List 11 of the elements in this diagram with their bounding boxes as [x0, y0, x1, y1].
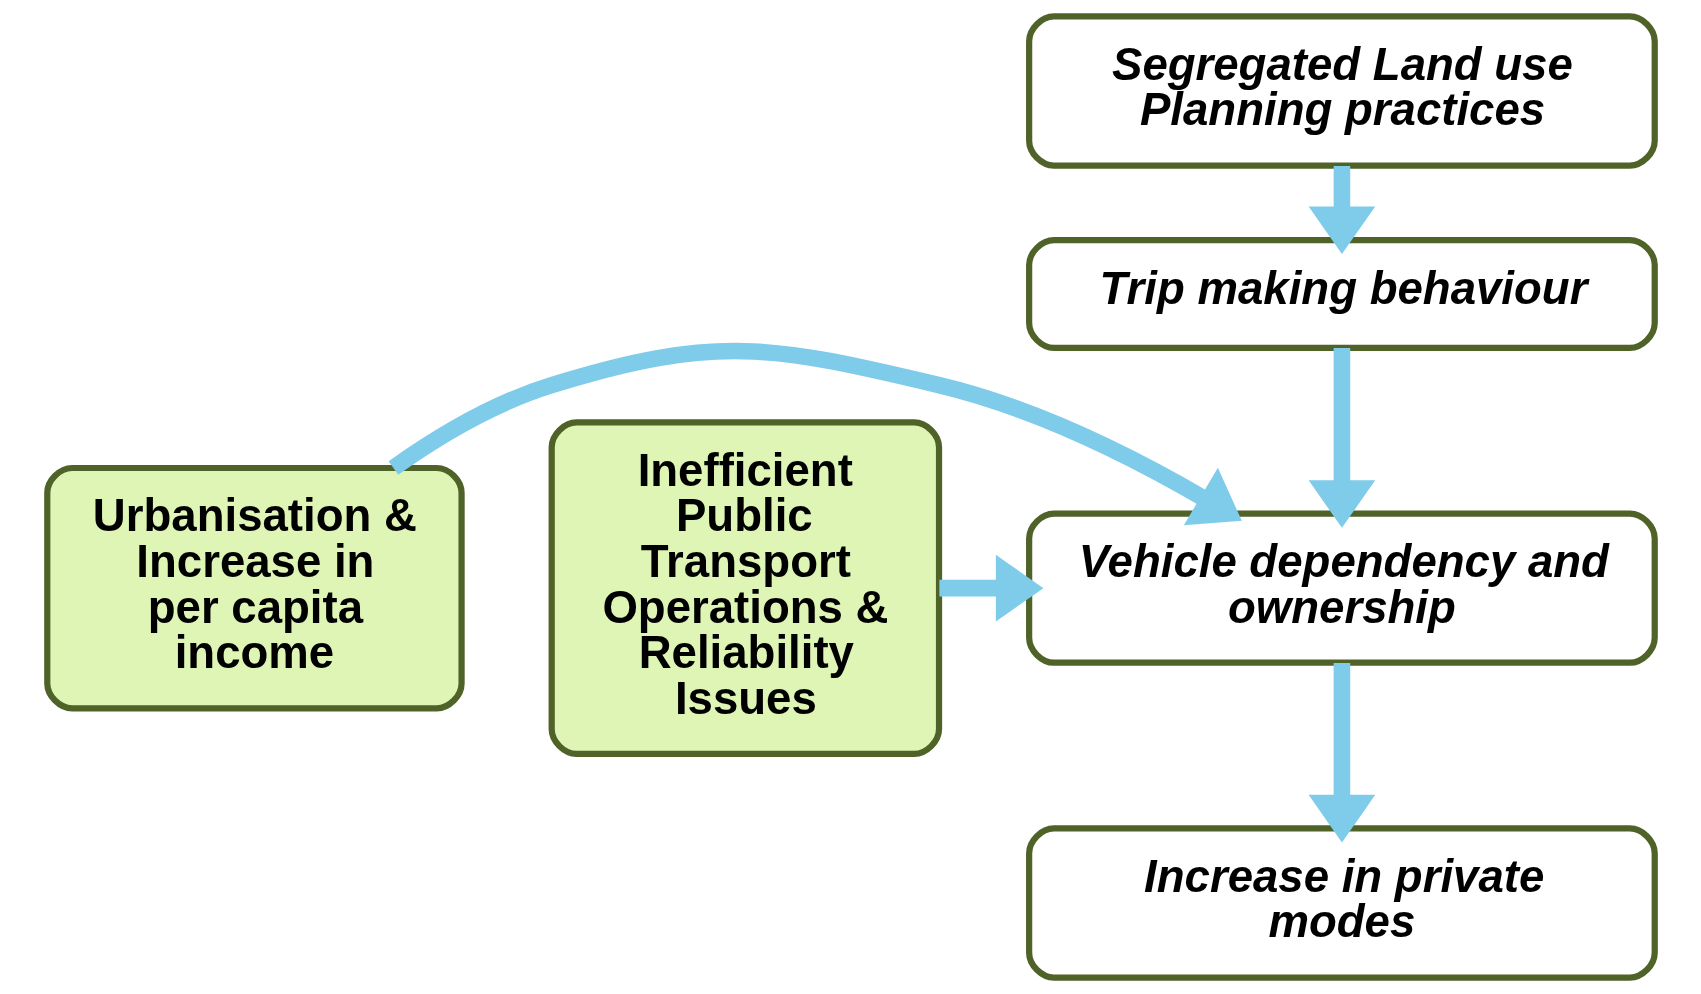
- arrow: [1308, 663, 1375, 843]
- node-box: Segregated Land use Planning practices: [1025, 13, 1658, 169]
- node-box: Increase in private modes: [1025, 825, 1658, 981]
- arrow: [388, 342, 1242, 526]
- arrow: [938, 554, 1043, 622]
- node-box: Vehicle dependency and ownership: [1025, 510, 1658, 666]
- arrow: [1308, 166, 1375, 254]
- node-box: Trip making behaviour: [1025, 237, 1658, 351]
- node-box: Inefficient Public Transport Operations & Reliability Issues: [548, 419, 942, 757]
- node-box: Urbanisation & Increase in per capita income: [43, 464, 465, 712]
- arrow: [1308, 347, 1375, 528]
